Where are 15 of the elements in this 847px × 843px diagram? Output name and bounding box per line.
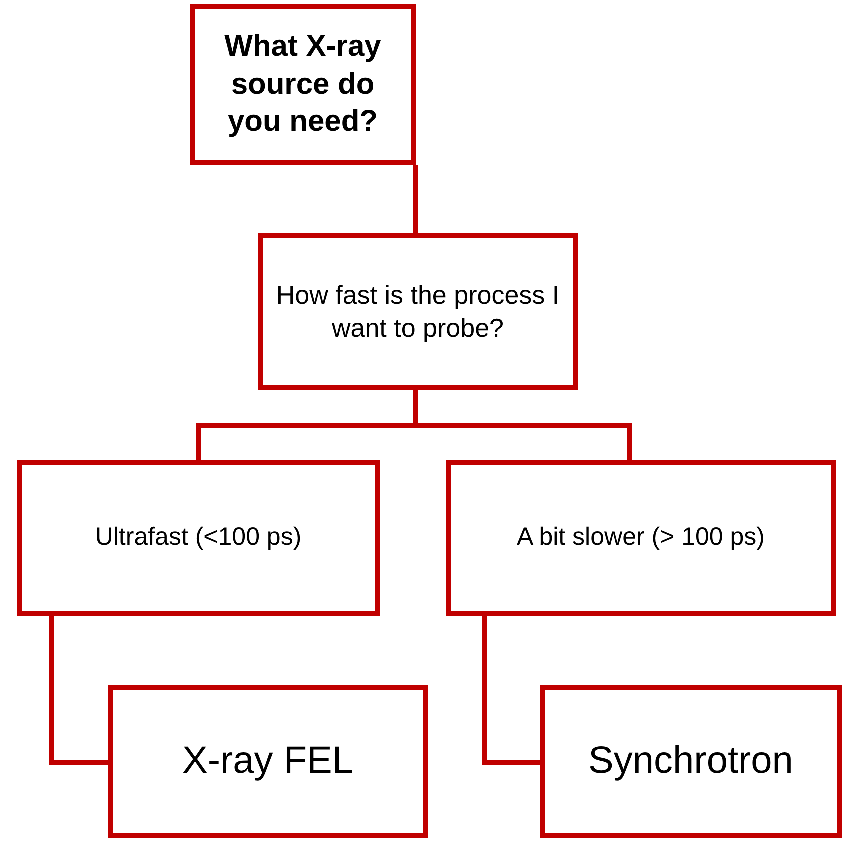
connector-line: [414, 165, 418, 233]
node-text: What X-ray source do you need?: [224, 29, 382, 140]
decision-box: [17, 460, 380, 616]
decision-box: [258, 233, 578, 390]
question-box: [190, 4, 416, 165]
node-text: Synchrotron: [588, 738, 794, 784]
decision-box: [540, 685, 842, 838]
connector-line: [482, 616, 540, 766]
node-text: A bit slower (> 100 ps): [516, 522, 766, 554]
decision-box: [108, 685, 428, 838]
node-text: How fast is the process I want to probe?: [275, 279, 561, 344]
node-text: Ultrafast (<100 ps): [95, 522, 302, 554]
connector-line: [50, 616, 108, 766]
decision-box: [446, 460, 836, 616]
node-text: X-ray FEL: [182, 738, 354, 784]
